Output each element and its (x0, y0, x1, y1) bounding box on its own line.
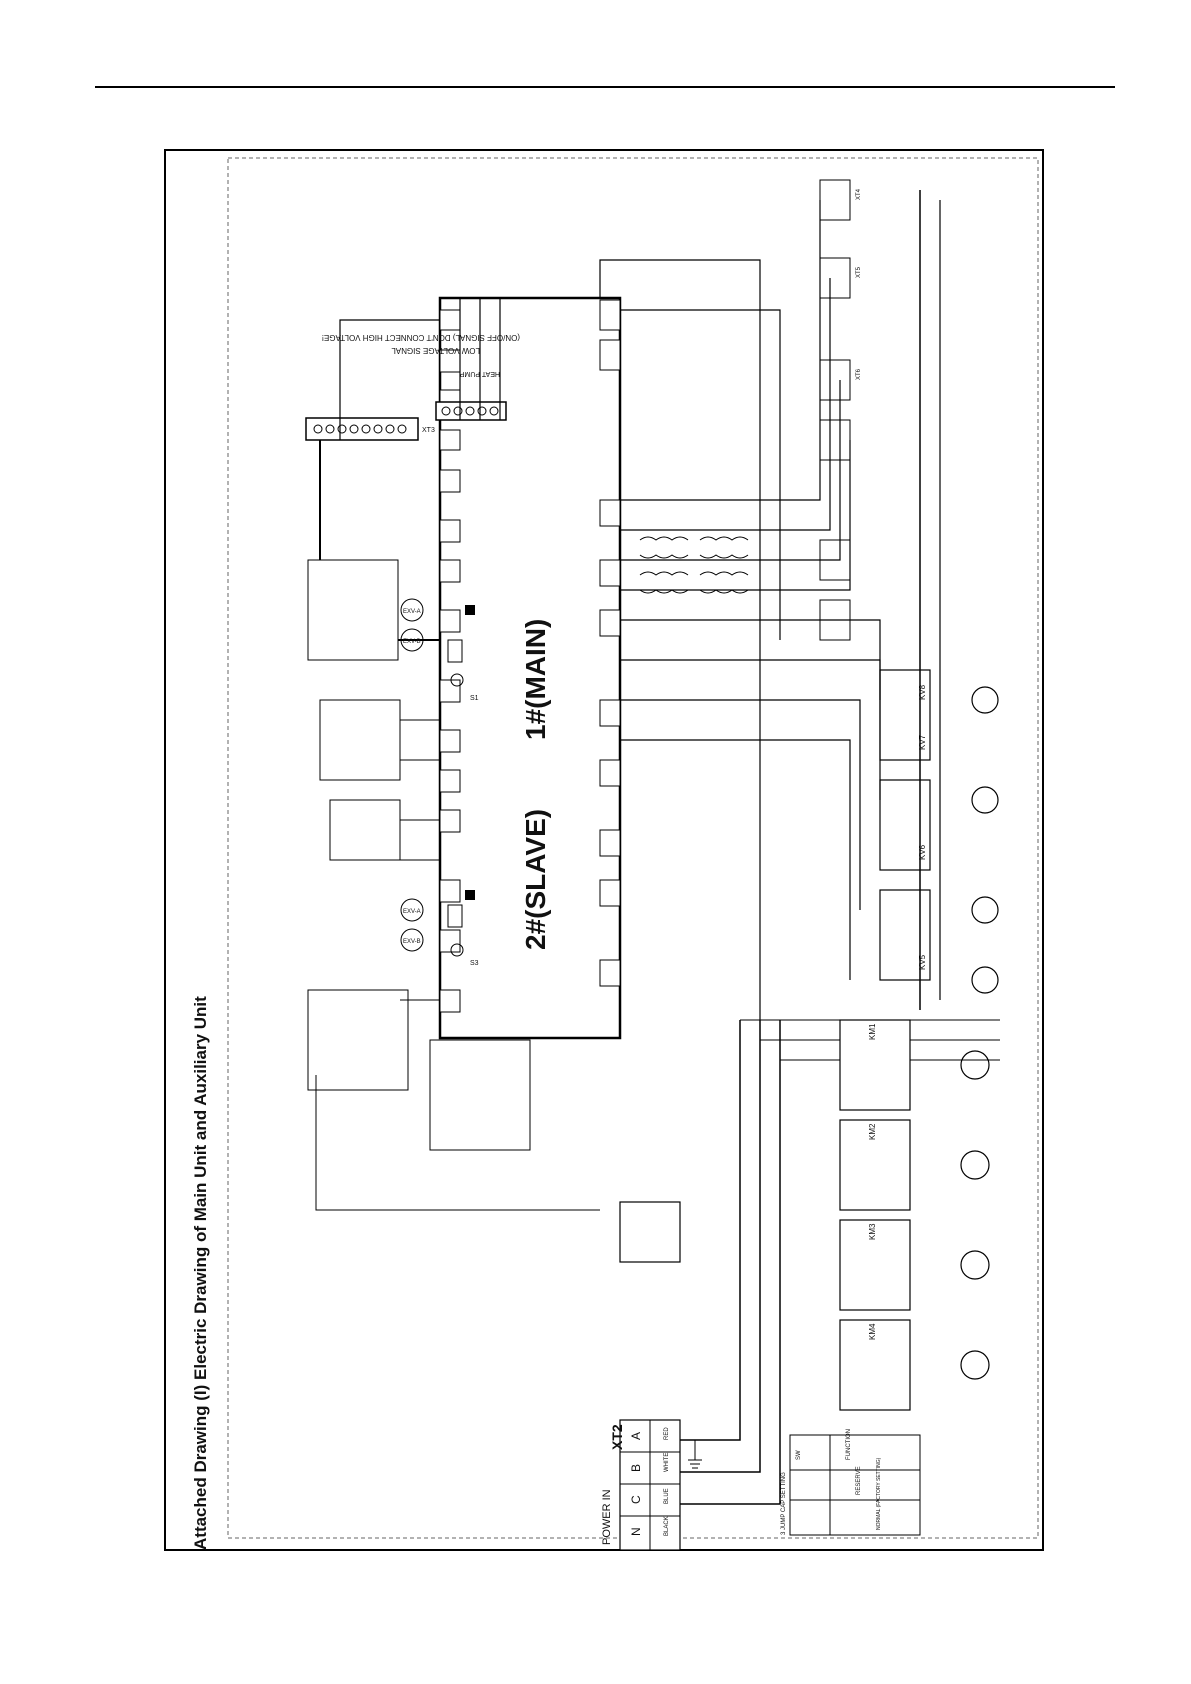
power-protector-block (619, 1201, 681, 1263)
board-slave-label: 2#(SLAVE) (520, 809, 551, 950)
dip-switch-s3 (447, 890, 475, 957)
legend-normal: NORMAL (FACTORY SETTING) (876, 1457, 882, 1530)
controller-board (438, 296, 622, 1040)
phase-n-label: N (629, 1527, 643, 1536)
drawing-frame (164, 149, 1044, 1551)
compressor-motor-icons (960, 1050, 990, 1380)
contactor-km3-label: KM3 (868, 1223, 877, 1240)
wire-white-label: WHITE (664, 1453, 670, 1472)
heat-pump-screw-terminals (441, 406, 499, 416)
low-voltage-note: LOW VOLTAGE SIGNAL (391, 346, 480, 355)
exv-valve-group-upper (400, 598, 424, 952)
relay-terminal-group (819, 179, 851, 641)
legend-table (789, 1434, 921, 1536)
ground-icon (688, 1440, 702, 1469)
contactor-kv7-label: KV7 (918, 734, 927, 750)
contactor-km4-label: KM4 (868, 1323, 877, 1340)
transformer-1-icon (639, 536, 689, 594)
fan-motor-icons (971, 686, 999, 994)
board-main-label: 1#(MAIN) (520, 619, 551, 740)
page-top-rule (95, 86, 1115, 88)
contactor-kv5-label: KV5 (918, 954, 927, 970)
xt6-label: XT6 (856, 368, 862, 380)
terminal-strip-heat-pump (435, 401, 507, 421)
legend-grid (790, 1435, 920, 1535)
contactor-kv6-label: KV6 (918, 844, 927, 860)
board-connectors-right (599, 299, 621, 987)
legend-reserve: RESERVE (856, 1466, 862, 1495)
on-off-signal-note: (ON/OFF SIGNAL) DON'T CONNECT HIGH VOLTA… (322, 333, 520, 342)
wire-blue-label: BLUE (664, 1488, 670, 1504)
contactor-kv8-label: KV8 (918, 684, 927, 700)
ac-contactor-group (839, 1019, 911, 1411)
wire-black-label: BLACK (664, 1516, 670, 1536)
xt5-label: XT5 (856, 266, 862, 278)
transformer-2-icon (699, 536, 749, 594)
xt3-label: XT3 (422, 427, 435, 434)
exv-a2-label: EXV-A (403, 909, 421, 915)
power-in-caption: POWER IN (601, 1489, 613, 1545)
switch-s1-label: S1 (470, 695, 479, 702)
contactor-km2-label: KM2 (868, 1123, 877, 1140)
board-connectors-left (439, 309, 461, 1013)
diagram-title: Attached Drawing (I) Electric Drawing of… (191, 996, 210, 1550)
phase-a-label: A (629, 1432, 643, 1440)
legend-sw-header: SW (796, 1450, 802, 1460)
xt4-label: XT4 (856, 188, 862, 200)
contactor-km1-label: KM1 (868, 1023, 877, 1040)
dashed-boundary (227, 157, 1039, 1539)
switch-s3-label: S3 (470, 960, 479, 967)
fan-contactor-group (879, 669, 931, 981)
sensor-group (307, 559, 531, 1151)
exv-b2-label: EXV-B (403, 939, 421, 945)
phase-b-label: B (629, 1464, 643, 1472)
legend-function-header: FUNCTION (846, 1429, 852, 1460)
right-bus-wiring (620, 190, 941, 1020)
dip-switch-s1 (447, 605, 475, 687)
wire-red-label: RED (664, 1427, 670, 1440)
sensor-wiring (315, 719, 600, 1211)
legend-jumper-title: 3 JUMP CAP SETTING (781, 1472, 787, 1535)
xt3-screw-terminals (313, 424, 407, 434)
xt2-label: XT2 (609, 1424, 625, 1450)
phase-c-label: C (629, 1495, 643, 1504)
xt2-cells (620, 1420, 680, 1550)
exv-b-label: EXV-B (403, 639, 421, 645)
exv-a-label: EXV-A (403, 609, 421, 615)
